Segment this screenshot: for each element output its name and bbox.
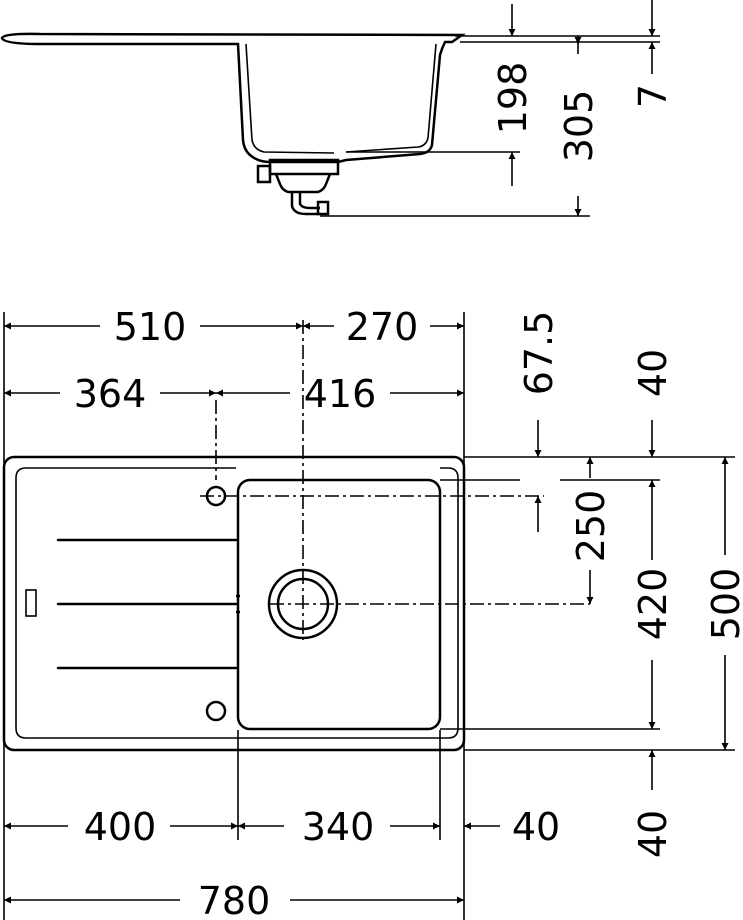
dim-40-top-right: 40 [631, 349, 675, 397]
dim-420: 420 [631, 568, 675, 641]
side-profile-outline [0, 32, 466, 164]
dim-500: 500 [704, 568, 743, 641]
dim-250: 250 [569, 490, 613, 563]
dim-416: 416 [304, 372, 377, 416]
dim-510: 510 [114, 305, 187, 349]
side-bowl-inner [245, 43, 335, 154]
plan-view: 510 270 364 416 67.5 40 250 420 500 40 4… [2, 305, 743, 920]
dim-270: 270 [346, 305, 419, 349]
dim-364: 364 [74, 372, 147, 416]
dim-780: 780 [198, 879, 271, 920]
dim-305: 305 [557, 90, 601, 163]
dim-198: 198 [491, 62, 535, 135]
drain-fitting [256, 158, 340, 216]
drainer-inner-outline [15, 467, 459, 739]
dim-400: 400 [84, 805, 157, 849]
dim-40-bottom: 40 [512, 805, 560, 849]
side-view: 198 305 7 [0, 0, 675, 217]
overflow-slot [25, 589, 37, 617]
dim-7: 7 [631, 84, 675, 108]
dim-67-5: 67.5 [517, 311, 561, 396]
side-bowl-inner-right [345, 43, 437, 153]
tap-hole-lower [205, 700, 227, 722]
drainer-grooves [56, 538, 238, 670]
dim-40-bottom-right: 40 [631, 810, 675, 858]
dim-340: 340 [302, 805, 375, 849]
